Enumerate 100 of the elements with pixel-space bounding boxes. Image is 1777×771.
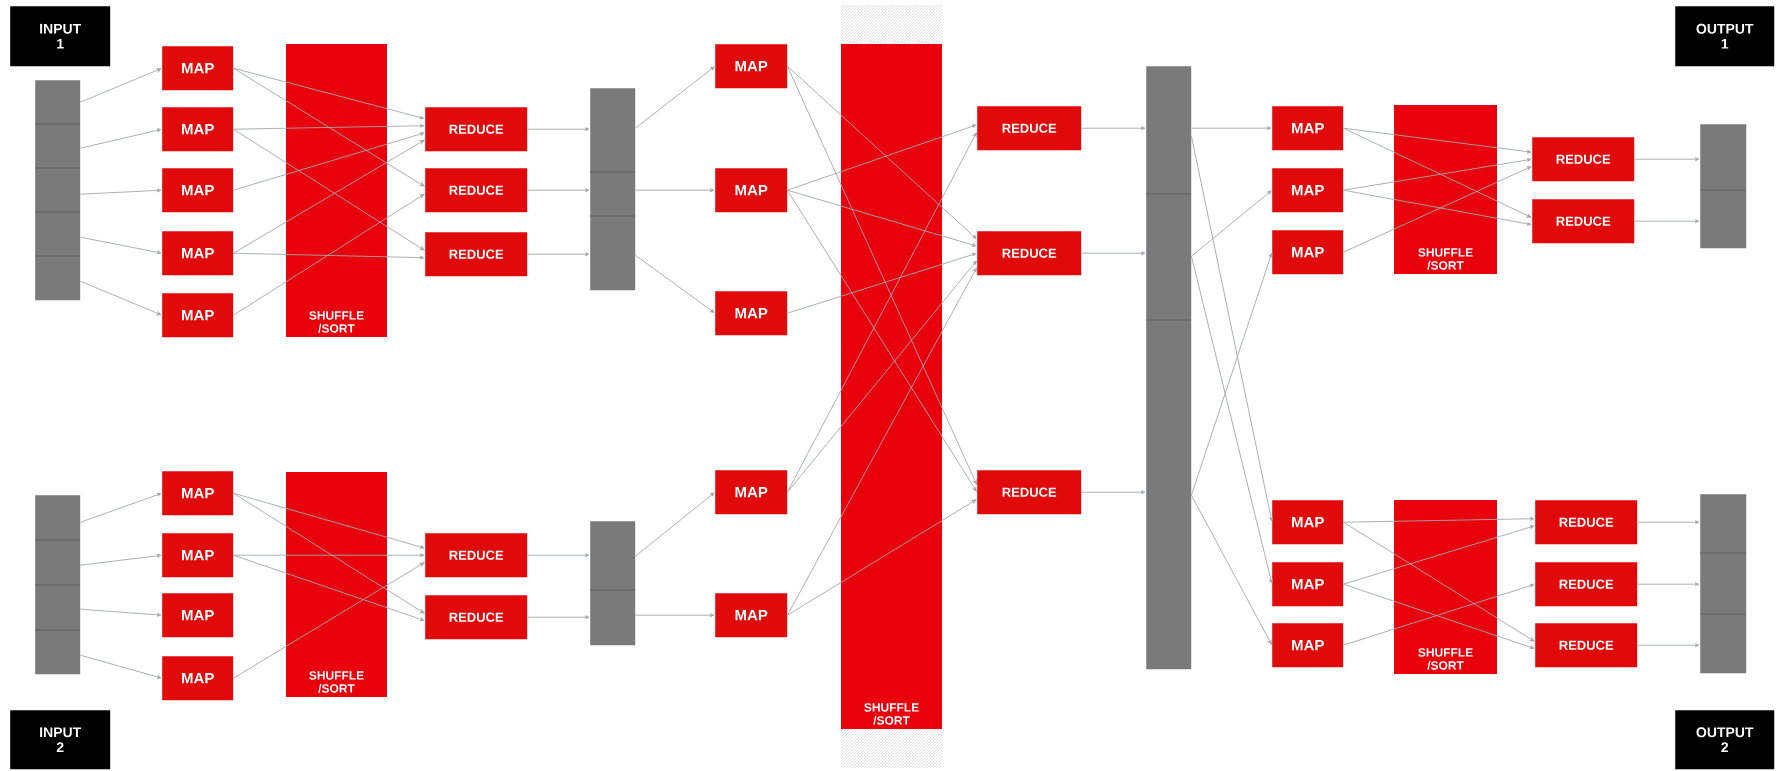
- label-box: OUTPUT 2: [1675, 710, 1775, 770]
- arrow: [232, 554, 425, 622]
- arrow: [526, 553, 590, 558]
- process-box: MAP: [715, 593, 788, 638]
- process-box: REDUCE: [1535, 623, 1638, 668]
- arrow: [1636, 582, 1700, 587]
- arrow: [232, 252, 425, 260]
- process-band: SHUFFLE /SORT: [1394, 105, 1497, 274]
- arrow: [1342, 516, 1535, 523]
- process-box: MAP: [1272, 562, 1344, 607]
- label-box: OUTPUT 1: [1675, 6, 1775, 67]
- process-box: MAP: [715, 470, 788, 515]
- process-box: REDUCE: [977, 231, 1082, 276]
- process-box: MAP: [1272, 230, 1344, 275]
- process-band: SHUFFLE /SORT: [841, 44, 942, 729]
- arrow: [1342, 158, 1532, 191]
- arrow: [232, 193, 425, 316]
- arrow: [786, 267, 977, 616]
- process-box: MAP: [162, 107, 234, 152]
- arrow: [786, 65, 977, 239]
- storage-bar: [1699, 494, 1747, 674]
- arrow: [786, 132, 977, 493]
- process-box: REDUCE: [425, 533, 528, 578]
- arrow: [1190, 252, 1273, 496]
- arrow: [1190, 255, 1273, 584]
- storage-bar: [1145, 66, 1192, 670]
- arrow: [1636, 643, 1700, 648]
- arrow: [634, 188, 715, 193]
- process-box: MAP: [715, 291, 788, 336]
- process-box: MAP: [162, 46, 234, 91]
- arrow: [1342, 127, 1532, 218]
- arrow: [1342, 521, 1535, 642]
- process-box: REDUCE: [425, 168, 528, 213]
- process-band: SHUFFLE /SORT: [1394, 500, 1497, 674]
- process-box: REDUCE: [1532, 199, 1635, 244]
- arrow: [1342, 166, 1532, 253]
- storage-bar: [1699, 124, 1747, 249]
- process-box: MAP: [1272, 106, 1344, 151]
- arrow: [634, 254, 715, 313]
- process-box: REDUCE: [425, 595, 528, 640]
- arrow: [79, 654, 162, 679]
- process-box: REDUCE: [977, 106, 1082, 151]
- arrow: [1190, 135, 1273, 522]
- process-box: MAP: [715, 44, 788, 89]
- process-box: MAP: [715, 168, 788, 213]
- process-box: REDUCE: [425, 232, 528, 277]
- storage-bar: [589, 521, 636, 646]
- arrow: [79, 280, 162, 316]
- arrow: [79, 608, 162, 617]
- arrow: [232, 123, 425, 130]
- process-box: REDUCE: [1532, 137, 1635, 182]
- arrow: [1190, 494, 1272, 645]
- arrow: [786, 252, 977, 314]
- arrow: [1342, 189, 1532, 226]
- arrow: [526, 615, 590, 620]
- arrow: [1633, 219, 1700, 224]
- process-band: SHUFFLE /SORT: [286, 44, 387, 337]
- arrow: [786, 189, 977, 247]
- arrow: [79, 236, 162, 255]
- process-box: MAP: [162, 293, 234, 338]
- arrow: [79, 492, 162, 523]
- arrow: [634, 492, 715, 557]
- process-box: MAP: [162, 533, 234, 578]
- arrow: [1633, 157, 1700, 162]
- arrow: [79, 553, 162, 566]
- arrow: [1636, 520, 1700, 525]
- process-box: REDUCE: [425, 107, 528, 152]
- arrow: [79, 188, 162, 195]
- arrow: [232, 67, 425, 120]
- process-box: REDUCE: [1535, 562, 1638, 607]
- storage-bar: [34, 80, 81, 301]
- arrow: [1080, 251, 1146, 256]
- process-box: MAP: [1272, 623, 1344, 668]
- arrow: [232, 492, 425, 614]
- process-box: MAP: [162, 656, 234, 701]
- arrow: [786, 499, 977, 616]
- process-band: SHUFFLE /SORT: [286, 472, 387, 697]
- arrow: [79, 128, 162, 149]
- arrow: [1342, 525, 1535, 585]
- arrow: [786, 189, 977, 492]
- arrow: [634, 613, 715, 618]
- arrow: [232, 562, 425, 679]
- process-box: MAP: [162, 471, 234, 516]
- arrow: [526, 252, 590, 257]
- label-box: INPUT 1: [10, 6, 111, 67]
- process-box: REDUCE: [1535, 500, 1638, 545]
- process-box: MAP: [162, 168, 234, 213]
- arrow: [786, 65, 977, 485]
- process-box: MAP: [162, 593, 234, 638]
- storage-bar: [589, 88, 636, 291]
- arrow: [1080, 126, 1146, 131]
- arrow: [1190, 126, 1272, 131]
- process-box: MAP: [1272, 500, 1344, 545]
- arrow: [1190, 190, 1272, 257]
- arrow: [634, 66, 715, 129]
- process-box: MAP: [162, 231, 234, 276]
- arrow: [526, 188, 590, 193]
- arrow: [232, 132, 425, 191]
- arrow: [526, 127, 590, 132]
- arrow: [786, 260, 977, 493]
